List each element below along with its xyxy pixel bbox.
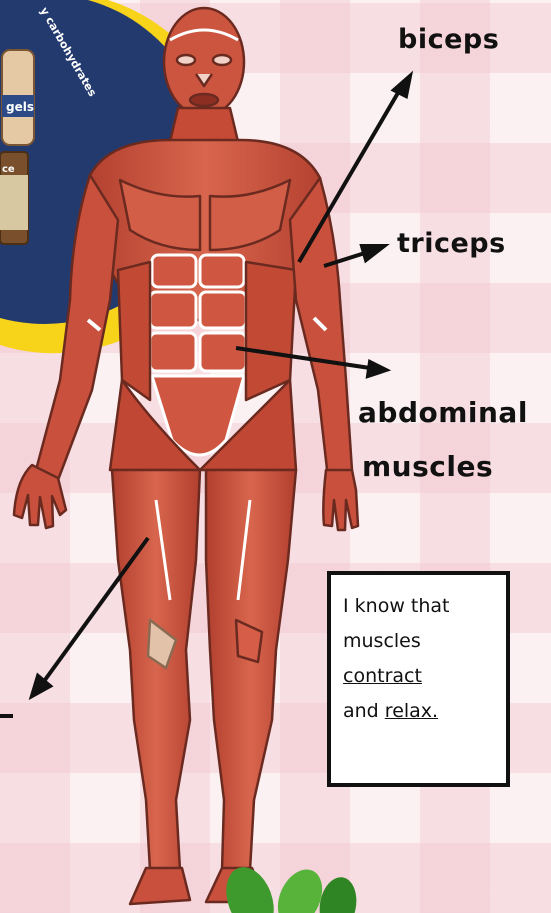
right-eye bbox=[213, 55, 231, 65]
note-and: and bbox=[343, 700, 379, 722]
rice-label-window bbox=[0, 175, 28, 230]
right-hand bbox=[323, 470, 358, 530]
triceps-arrow-head bbox=[362, 246, 384, 260]
left-eye bbox=[177, 55, 195, 65]
mouth bbox=[190, 94, 218, 106]
triceps-label: triceps bbox=[397, 228, 506, 259]
note-line-1: I know that bbox=[343, 589, 496, 624]
biceps-label: biceps bbox=[398, 24, 499, 55]
biceps-arrow-head bbox=[394, 76, 410, 96]
left-foot bbox=[130, 868, 190, 904]
bagels-label: gels bbox=[6, 100, 34, 114]
note-contract: contract bbox=[343, 659, 496, 694]
edge-dash bbox=[0, 714, 13, 718]
rice-label: ce bbox=[2, 164, 15, 175]
muscles-label: muscles bbox=[362, 450, 493, 483]
right-oblique bbox=[246, 262, 296, 400]
note-line-2: muscles bbox=[343, 624, 496, 659]
note-relax: relax. bbox=[385, 700, 438, 722]
abdominal-label: abdominal bbox=[358, 396, 528, 429]
leaves-decoration bbox=[218, 861, 361, 913]
learning-objective-box: I know that muscles contract and relax. bbox=[327, 571, 510, 787]
left-leg bbox=[112, 470, 200, 870]
right-leg bbox=[206, 470, 296, 870]
note-line-4: and relax. bbox=[343, 694, 496, 729]
abdominal-arrow-head bbox=[368, 362, 386, 376]
